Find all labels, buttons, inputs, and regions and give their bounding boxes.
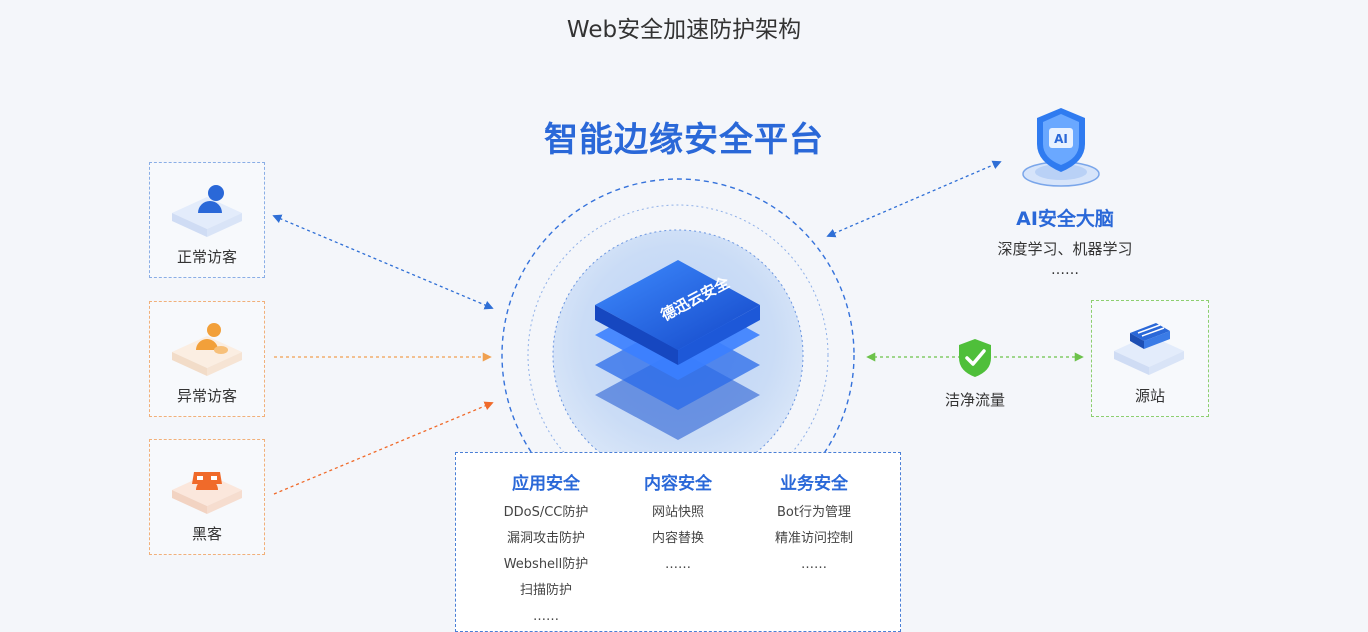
- hacker-box: 黑客: [149, 439, 265, 555]
- content-security-item: 网站快照: [651, 505, 704, 520]
- platform-title: 智能边缘安全平台: [544, 120, 824, 160]
- content-security-title: 内容安全: [644, 474, 712, 494]
- business-security-item: 精准访问控制: [774, 531, 853, 546]
- app-security-item: Webshell防护: [503, 557, 589, 572]
- content-security-column: 内容安全 网站快照 内容替换 ……: [604, 453, 752, 578]
- security-capabilities-panel: 应用安全 DDoS/CC防护 漏洞攻击防护 Webshell防护 扫描防护 ………: [455, 452, 901, 632]
- user-icon: [172, 185, 242, 237]
- ai-brain-title: AI安全大脑: [1016, 208, 1114, 230]
- content-security-item: 内容替换: [651, 531, 704, 546]
- abnormal-visitor-box: 异常访客: [149, 301, 265, 417]
- clean-traffic-label: 洁净流量: [944, 391, 1005, 409]
- business-security-title: 业务安全: [780, 474, 848, 494]
- warning-user-icon: [172, 323, 242, 376]
- business-security-item: Bot行为管理: [777, 505, 851, 520]
- ai-brain-arrow: [826, 160, 1002, 238]
- ai-shield-icon: AI: [1022, 108, 1100, 187]
- origin-label: 源站: [1134, 387, 1165, 405]
- visitor-label: 异常访客: [176, 387, 237, 405]
- platform-rings: [501, 178, 855, 465]
- page-title: Web安全加速防护架构: [566, 17, 802, 43]
- normal-visitor-box: 正常访客: [149, 162, 265, 278]
- app-security-item: 扫描防护: [519, 583, 572, 598]
- ai-brain-subtitle: 深度学习、机器学习: [997, 240, 1133, 258]
- content-security-item: ……: [665, 557, 691, 572]
- visitor-label: 黑客: [191, 525, 222, 543]
- app-security-item: 漏洞攻击防护: [506, 531, 585, 546]
- app-security-item: ……: [533, 609, 559, 624]
- visitor-label: 正常访客: [176, 248, 237, 266]
- normal-visitor-arrow: [272, 214, 494, 310]
- app-security-column: 应用安全 DDoS/CC防护 漏洞攻击防护 Webshell防护 扫描防护 ……: [472, 453, 620, 630]
- ai-brain-more: ……: [1051, 262, 1079, 278]
- app-security-item: DDoS/CC防护: [503, 505, 589, 520]
- server-stack-icon: [595, 260, 760, 440]
- hacker-icon: [172, 472, 242, 514]
- ai-badge: AI: [1054, 132, 1068, 146]
- server-icon: [1114, 323, 1184, 375]
- app-security-title: 应用安全: [512, 474, 580, 494]
- origin-box: 源站: [1091, 300, 1209, 417]
- business-security-column: 业务安全 Bot行为管理 精准访问控制 ……: [740, 453, 888, 578]
- check-shield-icon: [959, 339, 991, 377]
- business-security-item: ……: [801, 557, 827, 572]
